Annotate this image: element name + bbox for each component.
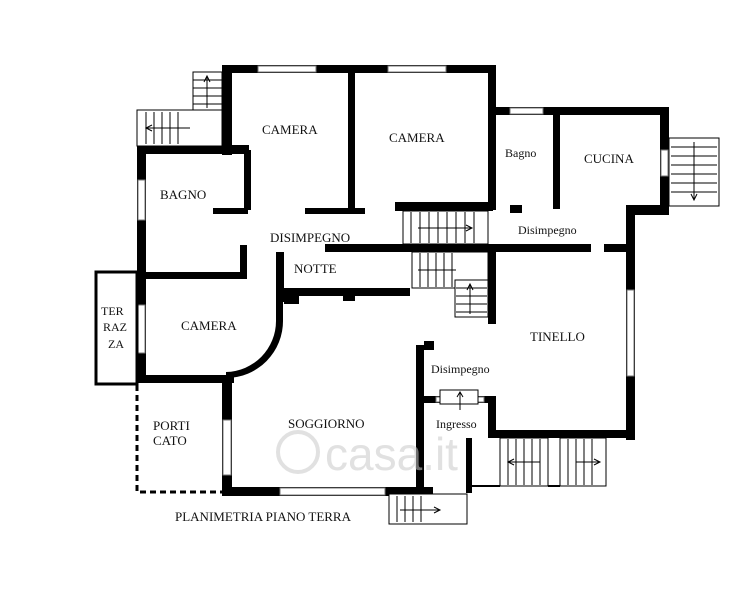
room-terrazza-line-1: TER	[101, 304, 124, 318]
porticato-outline	[135, 385, 222, 494]
room-labels: CAMERA CAMERA Bagno CUCINA BAGNO DISIMPE…	[101, 122, 634, 448]
room-tinello: TINELLO	[530, 329, 585, 344]
stair-tinello-bottom-left	[499, 437, 549, 487]
stair-kitchen	[668, 137, 720, 207]
room-porticato-line-1: PORTI	[153, 418, 190, 433]
watermark: casa.it	[276, 428, 458, 480]
room-disimpegno-lower: Disimpegno	[431, 362, 490, 376]
stair-central	[402, 210, 489, 318]
room-notte: NOTTE	[294, 261, 337, 276]
room-bagno-small: Bagno	[505, 146, 536, 160]
room-disimpegno-kitchen: Disimpegno	[518, 223, 577, 237]
room-porticato-line-2: CATO	[153, 433, 187, 448]
stair-tinello-bottom-right	[559, 437, 607, 487]
watermark-text: casa.it	[325, 428, 458, 480]
room-terrazza-line-2: RAZ	[103, 320, 127, 334]
room-camera-1: CAMERA	[262, 122, 318, 137]
room-ingresso: Ingresso	[436, 417, 477, 431]
room-camera-3: CAMERA	[181, 318, 237, 333]
room-soggiorno: SOGGIORNO	[288, 416, 365, 431]
room-terrazza-line-3: ZA	[108, 337, 124, 351]
terrazza-outline	[94, 270, 139, 386]
room-bagno-main: BAGNO	[160, 187, 206, 202]
stair-top-left	[192, 71, 223, 111]
stair-ingresso	[439, 389, 479, 410]
stair-entrance	[388, 493, 468, 525]
plan-title: PLANIMETRIA PIANO TERRA	[175, 509, 352, 524]
room-camera-2: CAMERA	[389, 130, 445, 145]
room-disimpegno-upper: DISIMPEGNO	[270, 230, 350, 245]
stair-landing-left	[136, 109, 223, 147]
room-cucina: CUCINA	[584, 151, 634, 166]
